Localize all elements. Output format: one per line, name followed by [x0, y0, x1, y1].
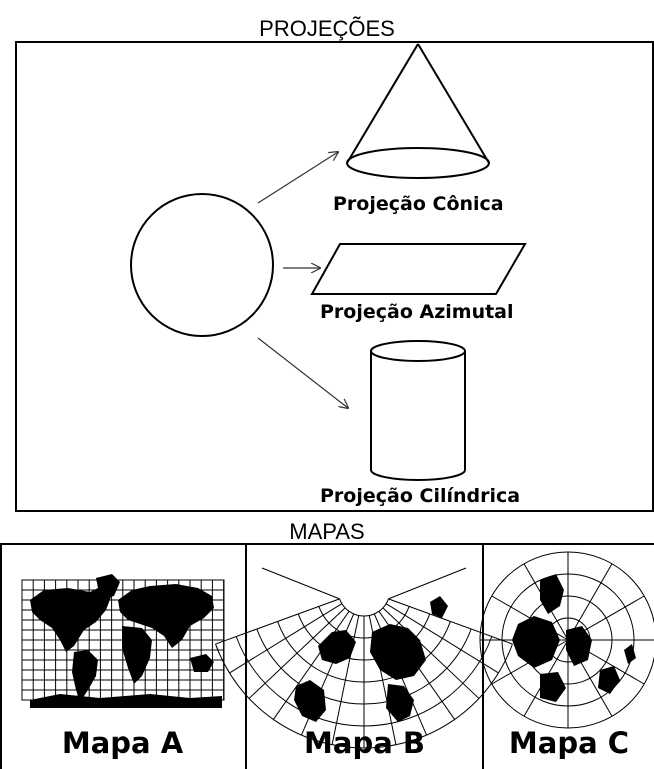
cylinder-shape — [370, 340, 466, 481]
azimuthal-projection-label: Projeção Azimutal — [320, 301, 514, 323]
cylindrical-projection-label: Projeção Cilíndrica — [320, 485, 521, 507]
map-c-graphic — [479, 551, 654, 729]
projections-title: PROJEÇÕES — [259, 16, 395, 41]
map-b-graphic — [215, 567, 513, 749]
plane-shape — [310, 243, 527, 295]
map-b-label: Mapa B — [304, 726, 425, 760]
conic-projection-label: Projeção Cônica — [333, 193, 504, 215]
globe-circle — [130, 193, 274, 337]
projections-panel — [15, 41, 654, 512]
map-divider — [245, 543, 247, 769]
arrow-to-conic — [257, 152, 338, 204]
cone-shape — [346, 43, 490, 179]
maps-title: MAPAS — [289, 519, 365, 544]
map-a-graphic — [21, 574, 225, 708]
map-c-label: Mapa C — [508, 726, 630, 760]
arrow-to-cylindrical — [257, 337, 348, 408]
map-a-label: Mapa A — [61, 726, 184, 760]
